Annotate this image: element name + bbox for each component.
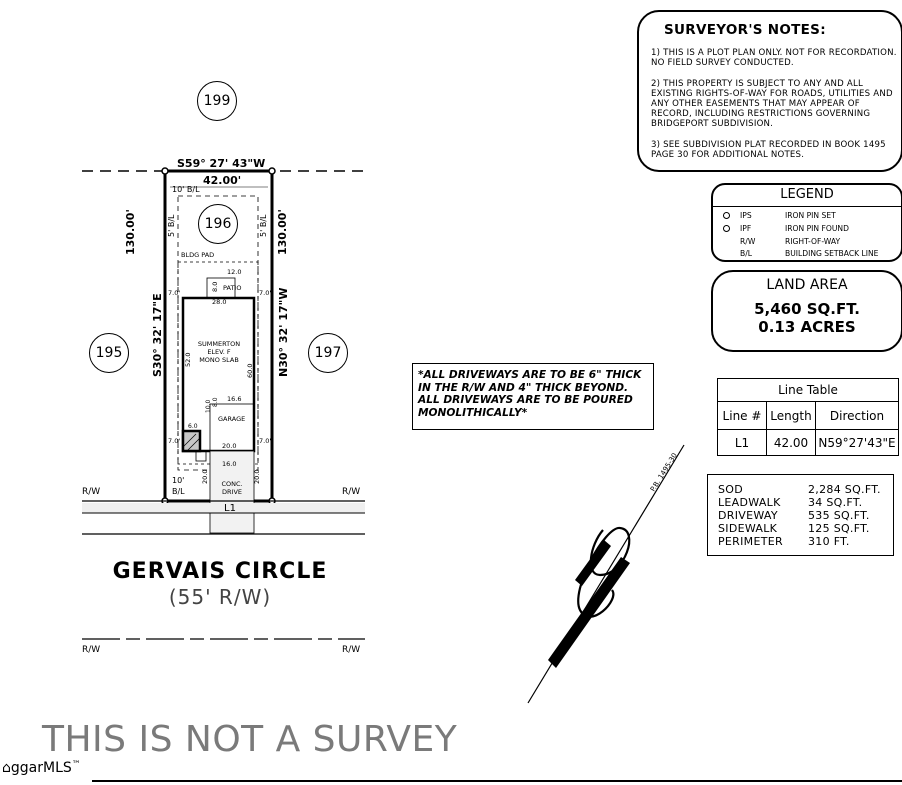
iron-pin-icon	[723, 225, 730, 232]
building-pad	[177, 261, 259, 465]
bldg-pad-label: BLDG PAD	[181, 251, 215, 259]
legend-item: B/L BUILDING SETBACK LINE	[740, 249, 879, 258]
legend-item: IPS IRON PIN SET	[723, 211, 902, 222]
svg-text:P.B. 1495-30: P.B. 1495-30	[649, 452, 679, 493]
side-setback-left: 5' B/L	[167, 214, 176, 237]
driveway-note-text: *ALL DRIVEWAYS ARE TO BE 6" THICK IN THE…	[418, 369, 642, 419]
top-bearing: S59° 27' 43"W	[177, 157, 266, 170]
garage-label: GARAGE	[218, 415, 246, 423]
setback-line	[177, 195, 259, 471]
line-table-header: Length	[766, 401, 816, 430]
legend-item: IPF IRON PIN FOUND	[723, 224, 902, 235]
mls-watermark: ⌂ggarMLS™	[2, 760, 81, 776]
iron-pin-icon	[723, 212, 730, 219]
sidewalk	[82, 503, 365, 513]
top-distance: 42.00'	[203, 174, 242, 187]
line-table-cell: L1	[717, 429, 767, 456]
iron-pin-icon	[161, 167, 169, 175]
surveyors-notes-panel: SURVEYOR'S NOTES: 1) THIS IS A PLOT PLAN…	[637, 10, 902, 172]
patio-label: PATIO	[223, 284, 242, 292]
line-table-cell: 42.00	[766, 429, 816, 456]
house-side-dim: 52.0	[184, 352, 192, 367]
land-area-title: LAND AREA	[766, 277, 848, 293]
side-offset-left: 7.0'	[168, 289, 181, 297]
lot-196-circle: 196	[198, 204, 238, 244]
note-2: 2) THIS PROPERTY IS SUBJECT TO ANY AND A…	[651, 79, 893, 129]
table-row: L1 42.00 N59°27'43"E	[717, 429, 899, 456]
land-area-panel: LAND AREA 5,460 SQ.FT. 0.13 ACRES	[711, 270, 902, 352]
line-table-header: Line #	[717, 401, 767, 430]
drive-label: CONC. DRIVE	[221, 480, 243, 496]
legend-panel: LEGEND IPS IRON PIN SET IPF IRON PIN FOU…	[711, 183, 902, 262]
house-width: 28.0	[212, 298, 227, 306]
rw-label-right: R/W	[342, 487, 361, 497]
porch	[181, 429, 202, 453]
garage-small-b: 6.0	[188, 423, 198, 430]
rear-setback: 10' B/L	[172, 185, 200, 194]
leadwalk	[195, 450, 207, 462]
legend-item: R/W RIGHT-OF-WAY	[740, 237, 841, 246]
bottom-rule	[92, 780, 902, 782]
lot-197-circle: 197	[308, 333, 348, 373]
lot-199-circle: 199	[197, 81, 237, 121]
drive-len-b: 20.0	[253, 469, 261, 484]
front-setback-a: 10'	[172, 476, 185, 485]
street-rw: (55' R/W)	[168, 585, 272, 609]
north-arrow-icon: P.B. 1495-30	[527, 444, 685, 704]
front-width: 20.0	[222, 442, 237, 450]
front-setback-b: B/L	[172, 487, 185, 496]
side-offset-left-front: 7.0'	[168, 437, 181, 445]
line-table-title: Line Table	[717, 378, 899, 402]
right-bearing: N30° 32' 17"W	[277, 287, 290, 377]
not-a-survey-disclaimer: THIS IS NOT A SURVEY	[42, 719, 458, 760]
side-setback-right: 5' B/L	[259, 214, 268, 237]
house-label: SUMMERTON ELEV. F MONO SLAB	[197, 340, 241, 364]
driveway-note: *ALL DRIVEWAYS ARE TO BE 6" THICK IN THE…	[412, 363, 654, 430]
patio-width: 12.0	[227, 268, 242, 276]
street-name: GERVAIS CIRCLE	[112, 559, 328, 584]
left-bearing: S30° 32' 17"E	[151, 293, 164, 377]
side-offset-right-front: 7.0'	[259, 437, 272, 445]
left-distance: 130.00'	[124, 209, 137, 255]
iron-pin-icon	[268, 167, 276, 175]
note-1: 1) THIS IS A PLOT PLAN ONLY. NOT FOR REC…	[651, 48, 897, 68]
right-distance: 130.00'	[276, 209, 289, 255]
line-label-l1: L1	[224, 503, 236, 514]
concrete-drive	[209, 450, 255, 502]
rw-label-left-bottom: R/W	[82, 645, 101, 655]
rw-label-left: R/W	[82, 487, 101, 497]
house-depth: 60.0	[246, 363, 254, 378]
line-table-cell: N59°27'43"E	[815, 429, 899, 456]
land-area-acres: 0.13 ACRES	[758, 318, 856, 336]
legend-title: LEGEND	[780, 187, 834, 202]
drive-len-a: 20.0	[201, 469, 209, 484]
garage-small-c: 8.0	[212, 397, 219, 407]
line-table-header: Direction	[815, 401, 899, 430]
side-offset-right: 7.0'	[259, 289, 272, 297]
rw-label-right-bottom: R/W	[342, 645, 361, 655]
drive-width: 16.0	[222, 460, 237, 468]
note-3: 3) SEE SUBDIVISION PLAT RECORDED IN BOOK…	[651, 140, 886, 160]
garage-width: 16.6	[227, 395, 242, 403]
land-area-sqft: 5,460 SQ.FT.	[754, 300, 860, 318]
house-logo-icon: ⌂	[2, 760, 11, 776]
lot-195-circle: 195	[89, 333, 129, 373]
line-table-header-row: Line # Length Direction	[717, 401, 899, 430]
line-table-title-row: Line Table	[717, 378, 899, 402]
notes-title: SURVEYOR'S NOTES:	[664, 22, 826, 38]
line-table: Line Table Line # Length Direction L1 42…	[717, 378, 899, 456]
garage-small-a: 10.0	[205, 399, 212, 413]
patio-depth: 8.0	[211, 281, 219, 292]
legend-divider	[713, 206, 901, 207]
